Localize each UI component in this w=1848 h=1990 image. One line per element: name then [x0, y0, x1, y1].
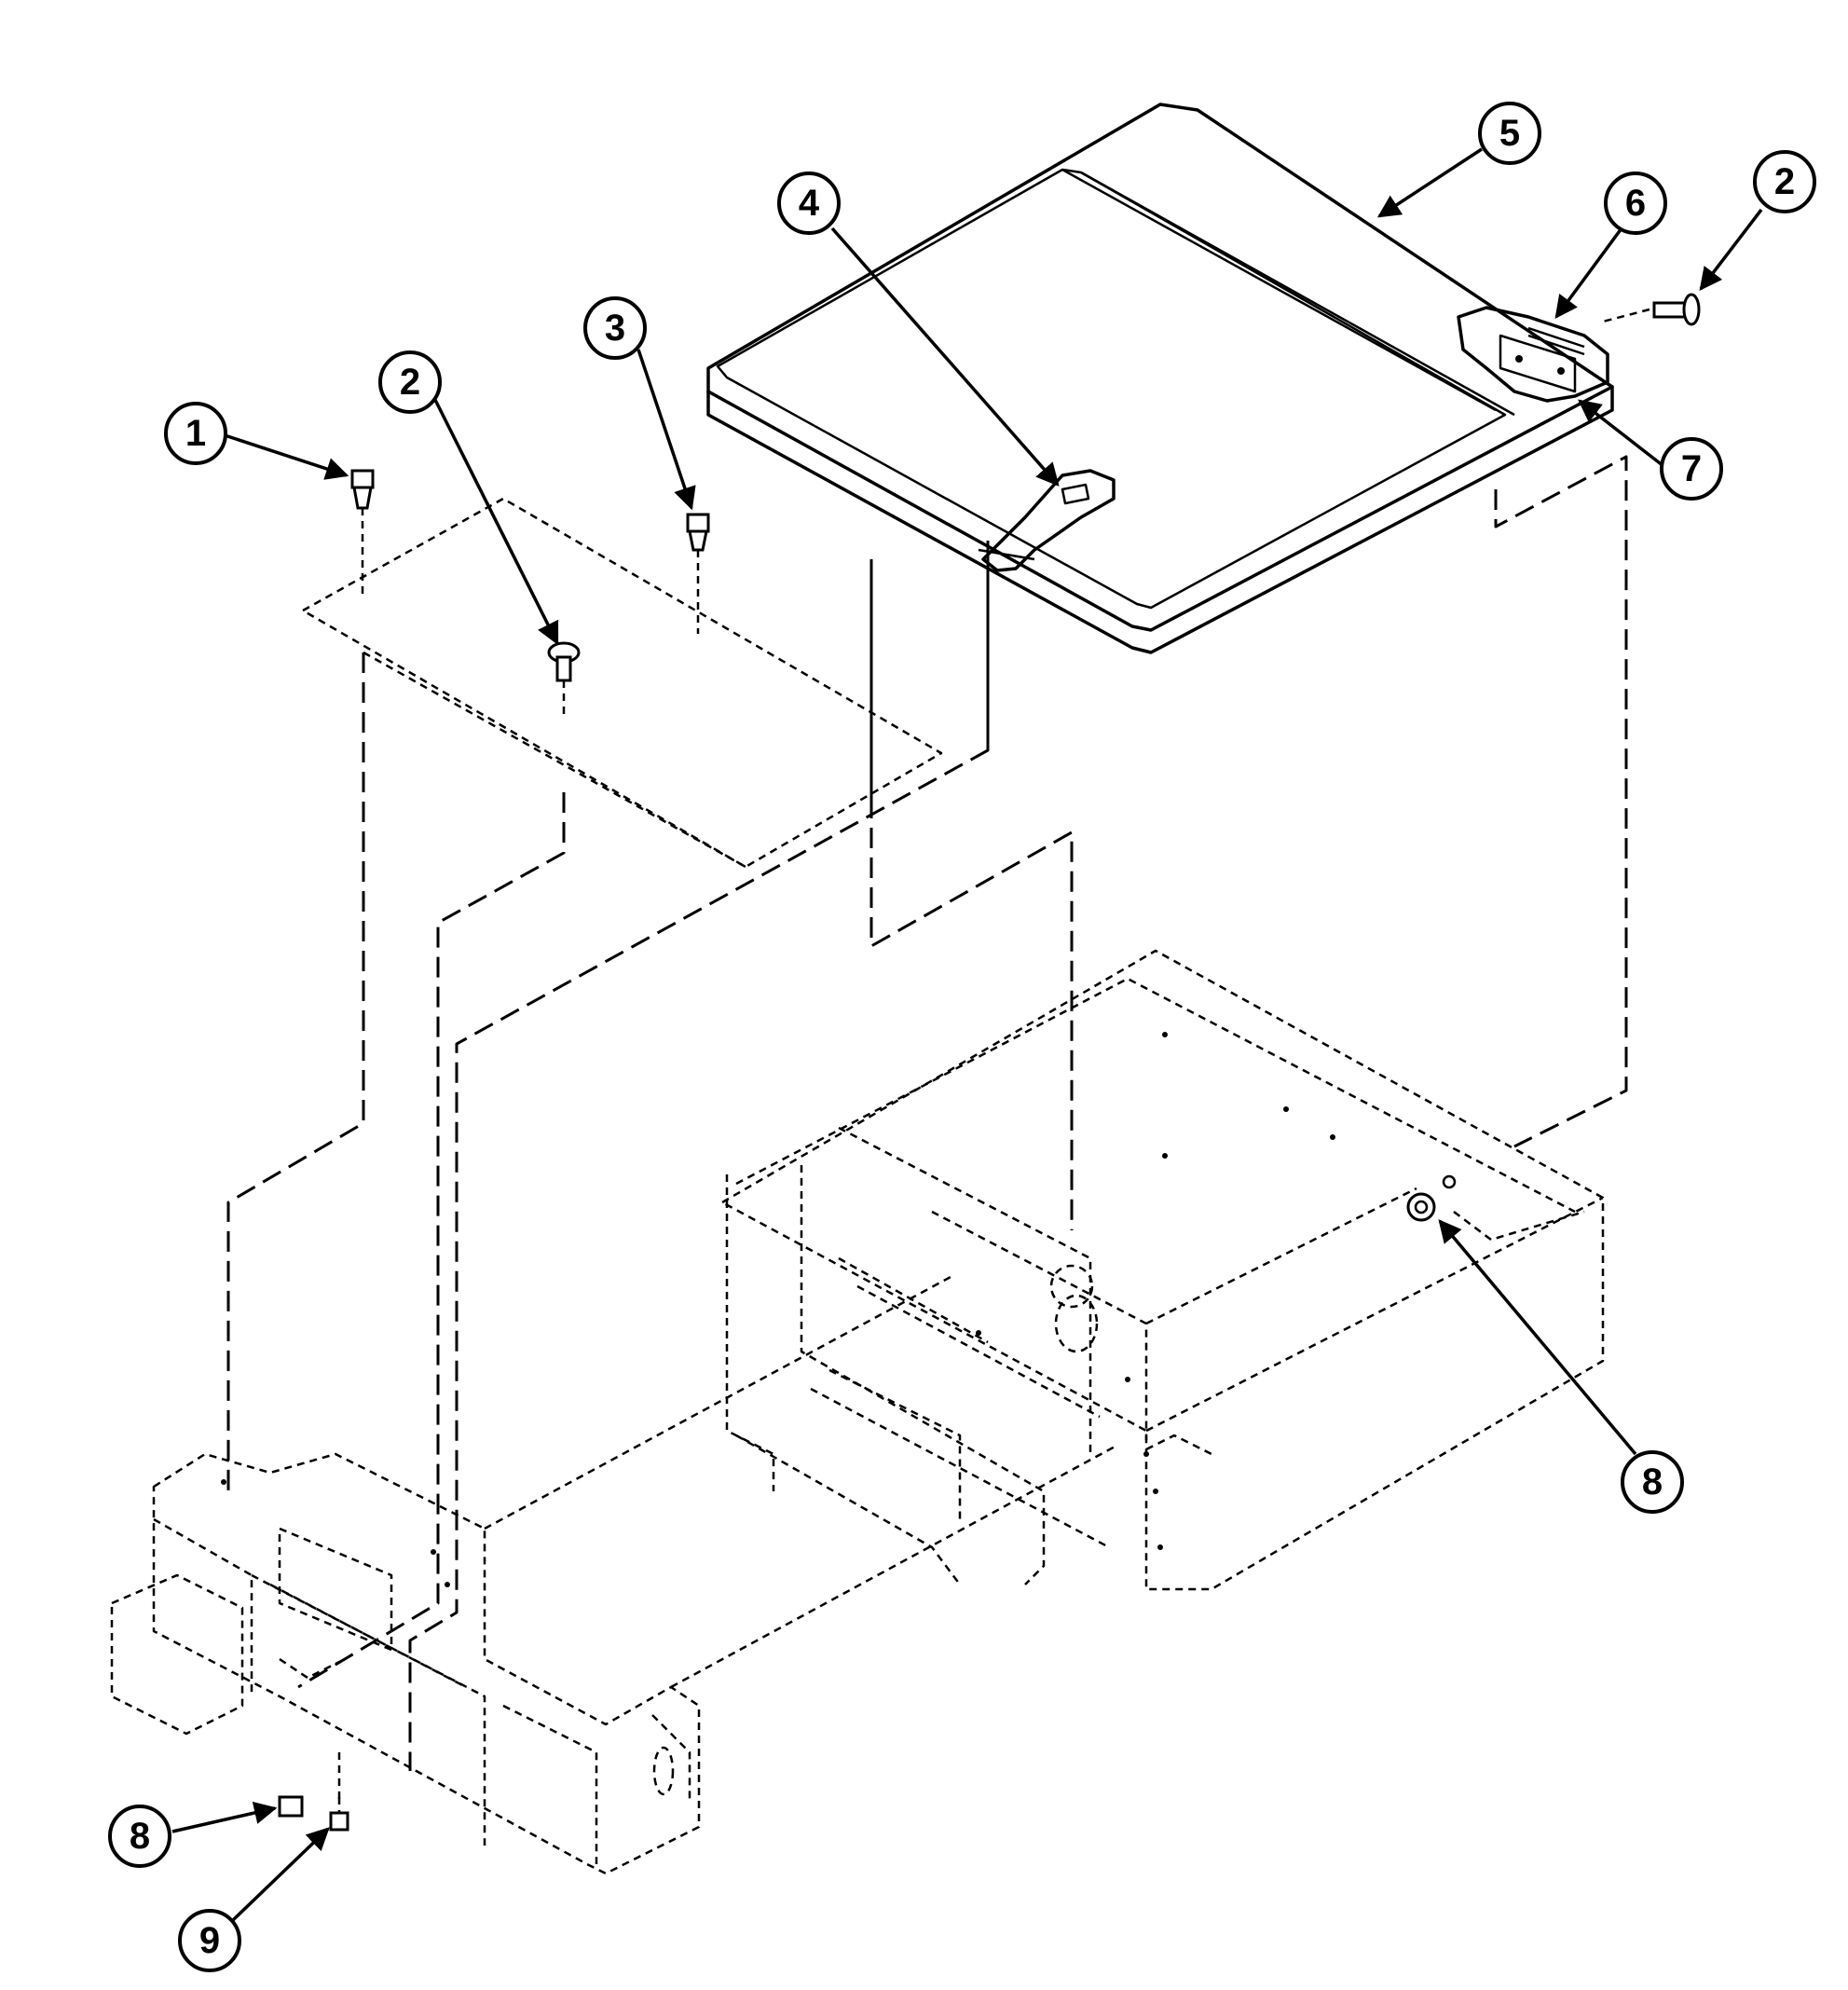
front-base-rail: [110, 1275, 1119, 1875]
svg-text:4: 4: [799, 183, 820, 224]
fasteners: [278, 293, 1701, 1832]
callout-2-panel: 2: [378, 350, 442, 414]
callout-4: 4: [777, 172, 841, 235]
cabinet-outline: [226, 455, 1628, 1771]
bolt-part-9: [329, 1752, 349, 1832]
callout-1: 1: [164, 402, 227, 465]
svg-text:6: 6: [1625, 183, 1646, 224]
svg-text:9: 9: [199, 1920, 220, 1961]
svg-text:8: 8: [1642, 1462, 1663, 1503]
top-cover-panel: [301, 497, 943, 869]
callout-8-right: 8: [1621, 1450, 1684, 1514]
screw-part-2-hinge: [1602, 293, 1701, 326]
callout-3: 3: [583, 296, 647, 360]
callout-5: 5: [1478, 102, 1541, 165]
base-frame: [720, 949, 1605, 1591]
hinge-bracket: [1457, 306, 1609, 403]
nut-part-8-left: [278, 1795, 304, 1818]
svg-text:2: 2: [1774, 161, 1795, 202]
callouts: 1 2 3 4 5 6 2 7: [108, 102, 1816, 1972]
lid-assembly: [706, 103, 1614, 654]
callout-8-left: 8: [108, 1805, 171, 1868]
svg-text:1: 1: [185, 413, 206, 454]
svg-text:5: 5: [1499, 113, 1520, 154]
lid-latch: [981, 469, 1116, 572]
screw-part-2: [547, 641, 581, 718]
bolt-part-1: [350, 469, 375, 597]
callout-6: 6: [1604, 172, 1667, 235]
callout-9: 9: [178, 1909, 241, 1972]
nut-part-8-right: [1406, 1174, 1457, 1222]
svg-text:3: 3: [605, 308, 625, 349]
bolt-part-3: [686, 513, 710, 634]
svg-text:2: 2: [400, 362, 420, 403]
svg-text:7: 7: [1681, 448, 1702, 489]
leader-lines: [171, 147, 1763, 1922]
svg-text:8: 8: [130, 1816, 150, 1857]
callout-2-hinge: 2: [1753, 150, 1816, 213]
callout-7: 7: [1660, 437, 1723, 501]
